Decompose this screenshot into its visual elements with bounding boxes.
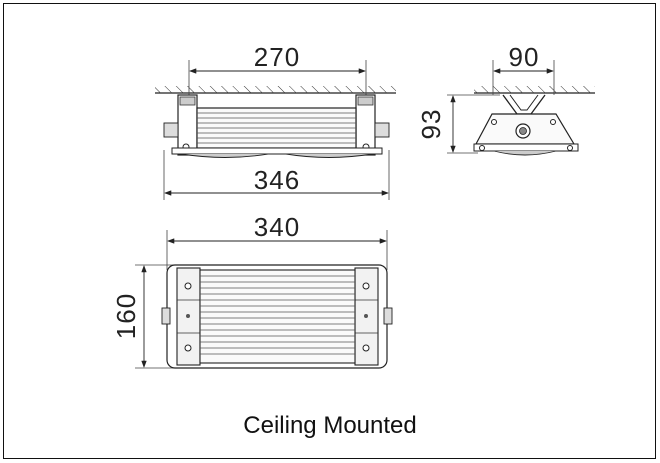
plan-view <box>135 230 393 369</box>
dim-side-width: 90 <box>509 42 540 72</box>
front-view <box>155 60 396 200</box>
dim-plan-overall: 340 <box>254 212 300 242</box>
drawing-frame <box>3 3 656 459</box>
side-view <box>447 60 595 156</box>
dim-front-overall: 346 <box>254 165 300 195</box>
drawing-caption: Ceiling Mounted <box>243 412 417 439</box>
dim-plan-height: 160 <box>111 293 141 339</box>
dim-top-width: 270 <box>254 42 300 72</box>
dim-side-height: 93 <box>416 109 446 140</box>
